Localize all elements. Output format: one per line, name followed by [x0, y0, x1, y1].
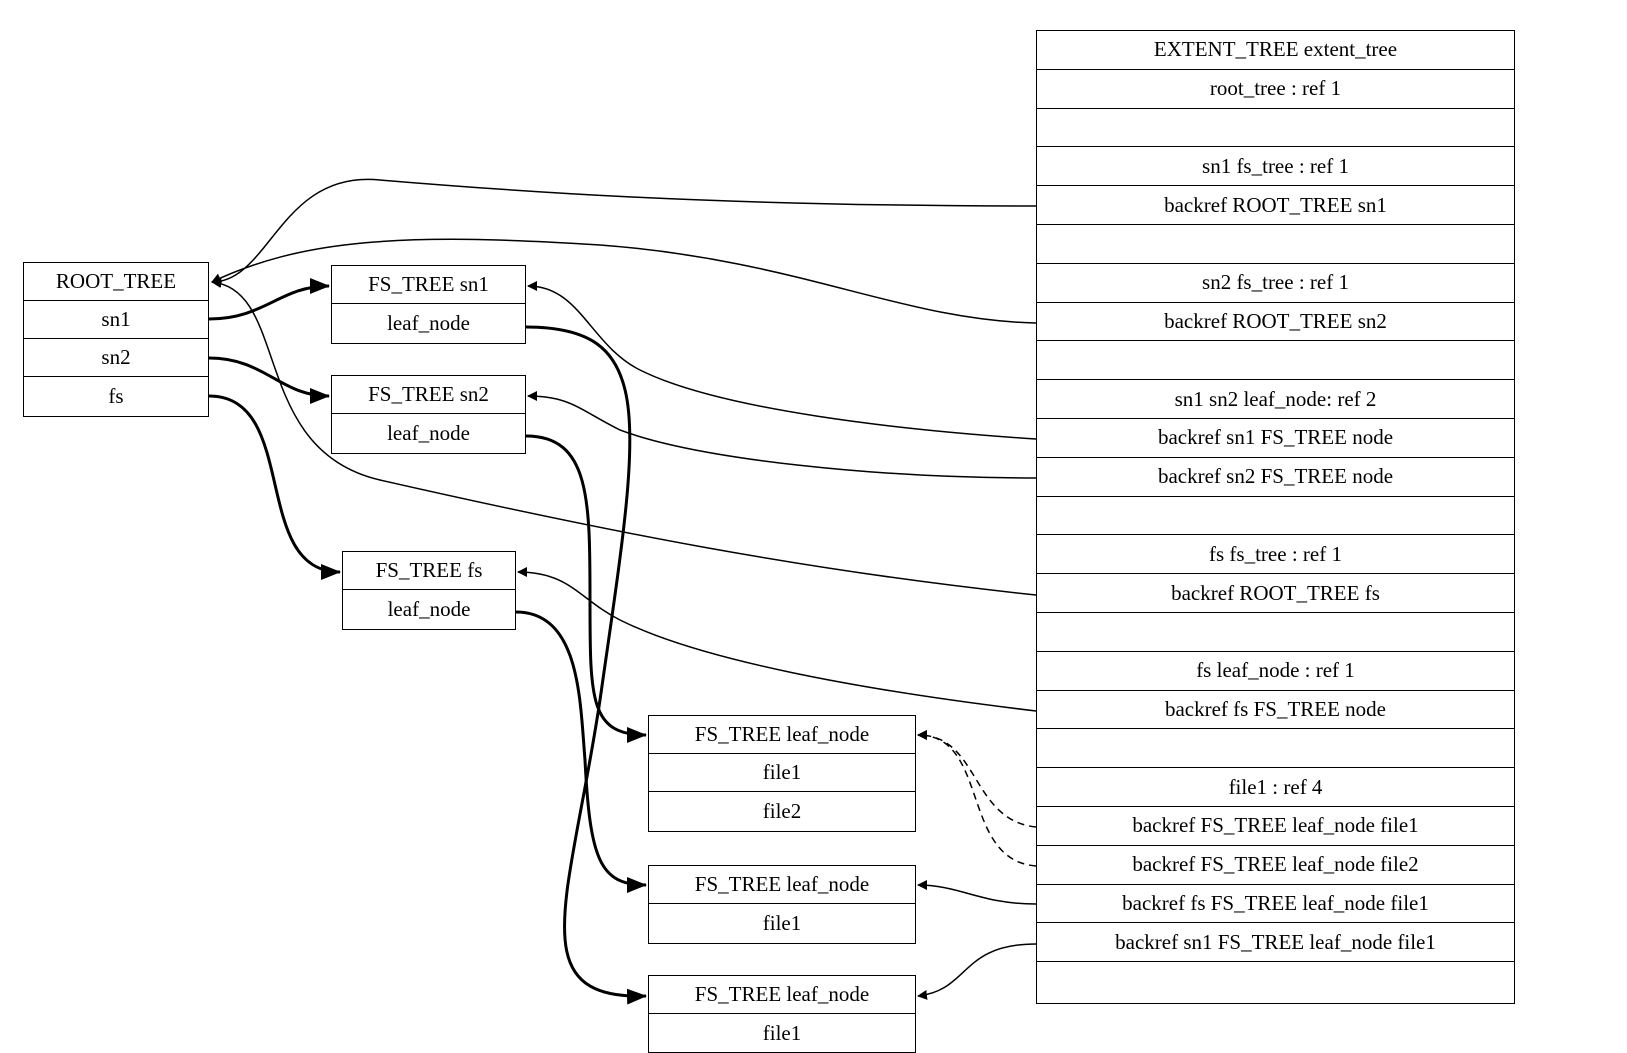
edge-sn1-leaf — [525, 325, 647, 1005]
edge-backref-leaf-file2 — [917, 730, 1037, 867]
extent-tree-row: backref fs FS_TREE leaf_node file1 — [1037, 885, 1514, 924]
extent-tree-row: backref sn1 FS_TREE leaf_node file1 — [1037, 923, 1514, 963]
root-tree-row-sn1: sn1 — [24, 301, 208, 339]
edge-backref-leaf-file1 — [917, 730, 1037, 828]
leaf-node-fs: FS_TREE leaf_node file1 — [648, 865, 916, 944]
extent-tree-empty-row — [1037, 962, 1514, 1001]
fs-tree-sn2-title: FS_TREE sn2 — [332, 376, 525, 414]
extent-tree-row: backref fs FS_TREE node — [1037, 691, 1514, 730]
extent-tree-row: backref FS_TREE leaf_node file1 — [1037, 807, 1514, 846]
extent-tree-row: root_tree : ref 1 — [1037, 70, 1514, 109]
extent-tree-empty-row — [1037, 729, 1514, 769]
edge-backref-sn1-node — [527, 281, 1037, 440]
edge-backref-fs-leaf-file1 — [917, 880, 1037, 905]
fs-tree-fs-title: FS_TREE fs — [343, 552, 515, 590]
extent-tree-row: sn2 fs_tree : ref 1 — [1037, 264, 1514, 303]
edge-root-sn2 — [208, 356, 330, 404]
leaf-node-sn1-title: FS_TREE leaf_node — [649, 976, 915, 1014]
edge-fs-leaf — [515, 610, 647, 893]
edge-root-fs — [208, 394, 341, 580]
extent-tree-empty-row — [1037, 341, 1514, 381]
extent-tree-row: backref ROOT_TREE sn2 — [1037, 303, 1514, 342]
extent-tree-row: file1 : ref 4 — [1037, 768, 1514, 807]
extent-tree-empty-row — [1037, 497, 1514, 536]
extent-tree-row: sn1 sn2 leaf_node: ref 2 — [1037, 380, 1514, 419]
extent-tree-row: backref ROOT_TREE fs — [1037, 574, 1514, 613]
extent-tree-node: EXTENT_TREE extent_tree root_tree : ref … — [1036, 30, 1515, 1004]
extent-tree-empty-row — [1037, 109, 1514, 148]
fs-tree-fs-leaf-row: leaf_node — [387, 596, 471, 621]
edge-backref-sn1-leaf-file1 — [917, 943, 1037, 1000]
root-tree-row-sn2: sn2 — [24, 339, 208, 377]
leaf-node-fs-title: FS_TREE leaf_node — [649, 866, 915, 904]
edge-backref-sn2-node — [527, 391, 1037, 479]
leaf-node-shared-title: FS_TREE leaf_node — [649, 716, 915, 754]
leaf-node-shared-file2: file2 — [762, 798, 802, 823]
extent-tree-row: fs fs_tree : ref 1 — [1037, 535, 1514, 575]
root-tree-node: ROOT_TREE sn1 sn2 fs — [23, 262, 209, 417]
extent-tree-title: EXTENT_TREE extent_tree — [1037, 31, 1514, 70]
fs-tree-sn2-leaf-row: leaf_node — [387, 420, 470, 445]
extent-tree-row: backref FS_TREE leaf_node file2 — [1037, 846, 1514, 885]
leaf-node-shared: FS_TREE leaf_node file1 file2 — [648, 715, 916, 832]
extent-tree-empty-row — [1037, 225, 1514, 264]
leaf-node-shared-file1: file1 — [649, 754, 915, 792]
extent-tree-row: backref sn1 FS_TREE node — [1037, 419, 1514, 458]
leaf-node-sn1-file1: file1 — [762, 1020, 802, 1045]
root-tree-row-fs: fs — [108, 383, 124, 408]
fs-tree-sn2-node: FS_TREE sn2 leaf_node — [331, 375, 526, 454]
fs-tree-fs-node: FS_TREE fs leaf_node — [342, 551, 516, 630]
edge-root-sn1 — [208, 278, 330, 321]
edge-sn2-leaf — [525, 434, 647, 743]
root-tree-title: ROOT_TREE — [24, 263, 208, 301]
leaf-node-fs-file1: file1 — [762, 910, 802, 935]
edge-backref-fs-node — [517, 567, 1037, 712]
leaf-node-sn1: FS_TREE leaf_node file1 — [648, 975, 916, 1053]
fs-tree-sn1-node: FS_TREE sn1 leaf_node — [331, 265, 526, 344]
extent-tree-empty-row — [1037, 613, 1514, 652]
fs-tree-sn1-leaf-row: leaf_node — [387, 310, 470, 335]
extent-tree-row: backref sn2 FS_TREE node — [1037, 458, 1514, 497]
extent-tree-row: fs leaf_node : ref 1 — [1037, 652, 1514, 691]
fs-tree-sn1-title: FS_TREE sn1 — [332, 266, 525, 304]
extent-tree-row: sn1 fs_tree : ref 1 — [1037, 147, 1514, 187]
extent-tree-row: backref ROOT_TREE sn1 — [1037, 186, 1514, 225]
